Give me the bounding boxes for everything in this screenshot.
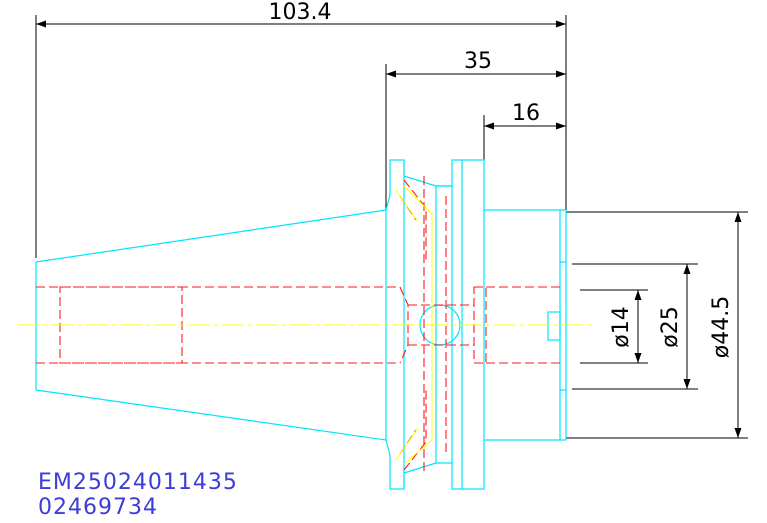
construction-lines — [395, 185, 433, 465]
dimension-shank-length: 16 — [483, 101, 566, 160]
diameter-extension-lines — [566, 211, 748, 439]
part-number-label: EM25024011435 — [38, 470, 238, 495]
dimension-shank-length-label: 16 — [512, 101, 540, 126]
serial-number-label: 02469734 — [38, 495, 158, 520]
dimension-body-diameter: ø44.5 — [709, 212, 742, 438]
dimension-overall-length: 103.4 — [35, 0, 567, 258]
dimension-hub-diameter-label: ø25 — [658, 306, 683, 347]
dimension-flange-length: 35 — [385, 49, 566, 212]
dimension-body-diameter-label: ø44.5 — [709, 296, 734, 358]
dimension-hub-diameter: ø25 — [658, 264, 691, 389]
dimension-flange-length-label: 35 — [464, 49, 492, 74]
dimension-bore-diameter: ø14 — [609, 290, 642, 363]
dimension-bore-diameter-label: ø14 — [609, 306, 634, 347]
dimension-overall-length-label: 103.4 — [269, 0, 332, 25]
